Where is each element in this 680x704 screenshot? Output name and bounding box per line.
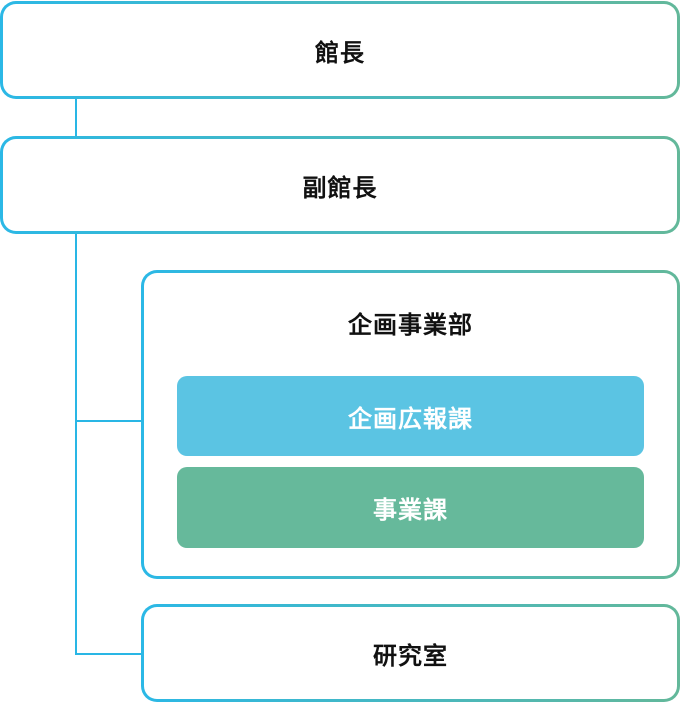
planning-pr-section: 企画広報課	[177, 376, 644, 456]
connector-deputy-trunk	[75, 231, 77, 655]
planning-pr-section-label: 企画広報課	[348, 404, 473, 433]
events-section: 事業課	[177, 467, 644, 548]
director-label: 館長	[315, 38, 365, 67]
research-office-box: 研究室	[141, 604, 680, 702]
planning-department-label: 企画事業部	[348, 311, 473, 339]
director-box: 館長	[0, 1, 680, 99]
deputy-director-label: 副館長	[302, 173, 378, 202]
connector-director-deputy	[75, 97, 77, 139]
connector-to-research	[75, 653, 143, 655]
connector-to-planning	[75, 420, 143, 422]
events-section-label: 事業課	[373, 496, 448, 524]
deputy-director-box: 副館長	[0, 136, 680, 234]
research-office-label: 研究室	[373, 641, 448, 670]
